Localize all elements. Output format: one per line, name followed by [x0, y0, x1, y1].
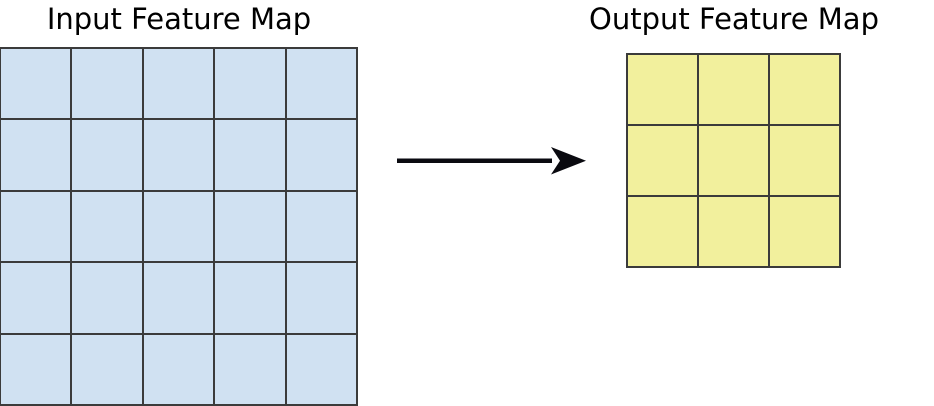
grid-cell	[215, 120, 285, 190]
grid-cell	[215, 49, 285, 119]
grid-cell	[286, 120, 356, 190]
grid-cell	[143, 49, 214, 119]
grid-cell	[215, 191, 285, 262]
grid-cell	[72, 191, 142, 262]
grid-cell	[286, 334, 356, 404]
grid-cell	[1, 191, 71, 262]
output-feature-map-title: Output Feature Map	[589, 2, 879, 36]
grid-cell	[72, 334, 142, 404]
right-arrow-icon	[397, 147, 586, 175]
grid-cell	[72, 49, 142, 119]
grid-cell	[286, 263, 356, 333]
input-feature-map-grid	[0, 47, 358, 406]
grid-cell	[699, 55, 768, 124]
grid-cell	[770, 55, 839, 124]
grid-cell	[143, 191, 214, 262]
grid-cell	[628, 55, 697, 124]
output-feature-map-grid	[626, 53, 841, 268]
grid-cell	[72, 120, 142, 190]
grid-cell	[770, 126, 839, 195]
grid-cell	[770, 197, 839, 266]
grid-cell	[1, 49, 71, 119]
grid-cell	[628, 197, 697, 266]
grid-cell	[143, 263, 214, 333]
grid-cell	[143, 120, 214, 190]
grid-cell	[286, 191, 356, 262]
grid-cell	[1, 263, 71, 333]
grid-cell	[286, 49, 356, 119]
grid-cell	[143, 334, 214, 404]
grid-cell	[699, 126, 768, 195]
grid-cell	[72, 263, 142, 333]
grid-cell	[1, 120, 71, 190]
grid-cell	[215, 263, 285, 333]
input-feature-map-title: Input Feature Map	[46, 2, 312, 36]
grid-cell	[628, 126, 697, 195]
grid-cell	[215, 334, 285, 404]
grid-cell	[699, 197, 768, 266]
grid-cell	[1, 334, 71, 404]
